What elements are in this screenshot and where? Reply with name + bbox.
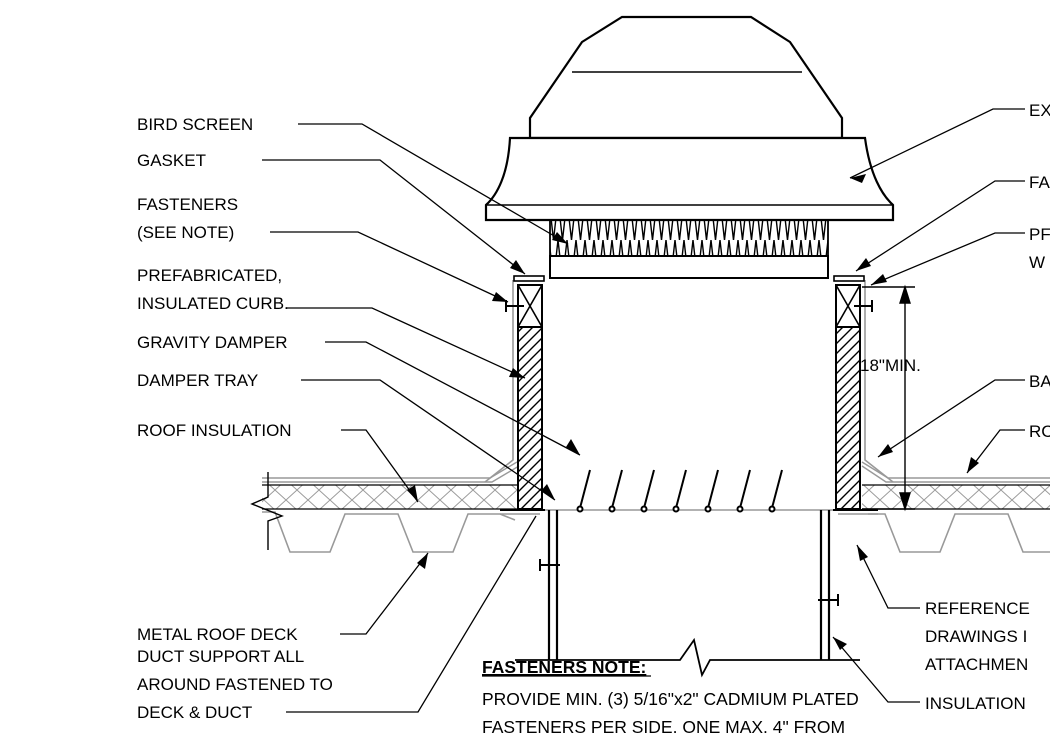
left-labels: BIRD SCREEN GASKET FASTENERS (SEE NOTE) … xyxy=(137,115,333,722)
roof-insulation-left xyxy=(262,485,517,509)
break-line-symbol xyxy=(250,472,284,550)
label-right-1: EX xyxy=(1029,101,1050,120)
roof-insulation-right xyxy=(862,485,1050,509)
dimension-label: 18"MIN. xyxy=(860,356,921,375)
right-arrowheads xyxy=(833,174,979,650)
label-right-6c: ATTACHMEN xyxy=(925,655,1028,674)
insulated-curb xyxy=(484,275,894,510)
label-right-6b: DRAWINGS I xyxy=(925,627,1027,646)
roof-assembly xyxy=(250,461,1050,553)
gravity-damper-blades xyxy=(576,469,783,513)
label-right-2: FA xyxy=(1029,173,1050,192)
min-height-dimension xyxy=(862,284,915,512)
fan-dome xyxy=(528,15,844,140)
exhaust-fan xyxy=(484,15,895,279)
left-leaders xyxy=(262,123,581,713)
fasteners-note: FASTENERS NOTE: PROVIDE MIN. (3) 5/16"x2… xyxy=(482,657,859,737)
label-fasteners: FASTENERS xyxy=(137,195,238,214)
duct-break-line xyxy=(515,637,860,678)
curb-right-insulation xyxy=(835,326,861,510)
label-gravity-damper: GRAVITY DAMPER xyxy=(137,333,288,352)
label-right-7: INSULATION xyxy=(925,694,1026,713)
fan-shroud xyxy=(484,136,895,222)
note-line-1: PROVIDE MIN. (3) 5/16"x2" CADMIUM PLATED xyxy=(482,689,859,709)
right-labels: EX FA PF W BA RC REFERENCE DRAWINGS I AT… xyxy=(925,101,1050,713)
right-leaders xyxy=(832,108,1025,703)
label-duct-support-1: DUCT SUPPORT ALL xyxy=(137,647,304,666)
label-duct-support-3: DECK & DUCT xyxy=(137,703,252,722)
label-insulated-curb: INSULATED CURB. xyxy=(137,294,289,313)
curb-left-insulation xyxy=(517,326,543,510)
label-bird-screen: BIRD SCREEN xyxy=(137,115,253,134)
gasket-left xyxy=(513,275,545,282)
fan-base xyxy=(549,255,829,279)
bird-screen xyxy=(549,219,829,257)
label-right-4: BA xyxy=(1029,372,1050,391)
label-metal-roof-deck: METAL ROOF DECK xyxy=(137,625,298,644)
left-arrowheads xyxy=(407,232,580,569)
fastener-right xyxy=(854,300,873,312)
label-right-5: RC xyxy=(1029,422,1050,441)
label-prefabricated: PREFABRICATED, xyxy=(137,266,282,285)
duct-right-wall xyxy=(819,510,831,660)
label-right-3b: W xyxy=(1029,253,1045,272)
duct-assembly xyxy=(500,469,878,678)
metal-roof-deck xyxy=(262,511,1050,553)
note-line-2: FASTENERS PER SIDE. ONE MAX. 4" FROM xyxy=(482,717,845,737)
note-title: FASTENERS NOTE: xyxy=(482,657,646,677)
duct-left-wall xyxy=(547,510,559,660)
fastener-left xyxy=(505,300,524,312)
label-fasteners-see-note: (SEE NOTE) xyxy=(137,223,234,242)
label-roof-insulation: ROOF INSULATION xyxy=(137,421,292,440)
roofing-membrane xyxy=(262,461,1050,483)
label-right-3a: PF xyxy=(1029,225,1050,244)
label-duct-support-2: AROUND FASTENED TO xyxy=(137,675,333,694)
label-right-6a: REFERENCE xyxy=(925,599,1030,618)
label-damper-tray: DAMPER TRAY xyxy=(137,371,258,390)
label-gasket: GASKET xyxy=(137,151,206,170)
gasket-right xyxy=(833,275,865,282)
